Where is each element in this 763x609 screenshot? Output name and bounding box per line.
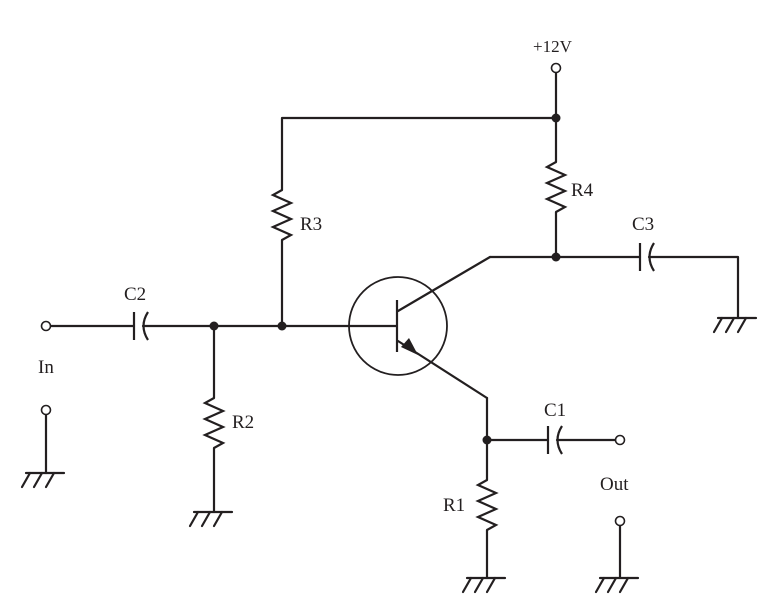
output-label: Out bbox=[600, 474, 629, 495]
c1-label: C1 bbox=[544, 400, 566, 421]
input-label-text: In bbox=[38, 357, 54, 378]
supply-terminal[interactable] bbox=[550, 62, 562, 74]
r1-ground-icon bbox=[461, 576, 507, 594]
r3-label: R3 bbox=[300, 214, 322, 235]
npn-transistor-icon bbox=[348, 255, 492, 400]
c3-label: C3 bbox=[632, 214, 654, 235]
r2-ground-icon bbox=[188, 510, 234, 528]
top-rail-wire bbox=[280, 116, 558, 192]
r2-resistor bbox=[202, 397, 226, 449]
r1-label: R1 bbox=[443, 495, 465, 516]
c2-label: C2 bbox=[124, 284, 146, 305]
r1-resistor bbox=[475, 479, 499, 531]
output-ground-terminal[interactable] bbox=[614, 515, 626, 527]
emitter-arrow-icon bbox=[401, 338, 418, 355]
r3-resistor bbox=[270, 189, 294, 241]
output-ground-icon bbox=[594, 576, 640, 594]
input-ground-terminal[interactable] bbox=[40, 404, 52, 416]
c3-right-wire bbox=[647, 255, 740, 320]
r2-label: R2 bbox=[232, 412, 254, 433]
r4-label: R4 bbox=[571, 180, 594, 201]
input-terminal[interactable] bbox=[40, 320, 52, 332]
supply-label: +12V bbox=[533, 37, 573, 56]
c3-ground-icon bbox=[712, 316, 758, 334]
output-terminal[interactable] bbox=[614, 434, 626, 446]
input-ground-icon bbox=[20, 471, 66, 489]
r4-resistor bbox=[544, 161, 568, 213]
